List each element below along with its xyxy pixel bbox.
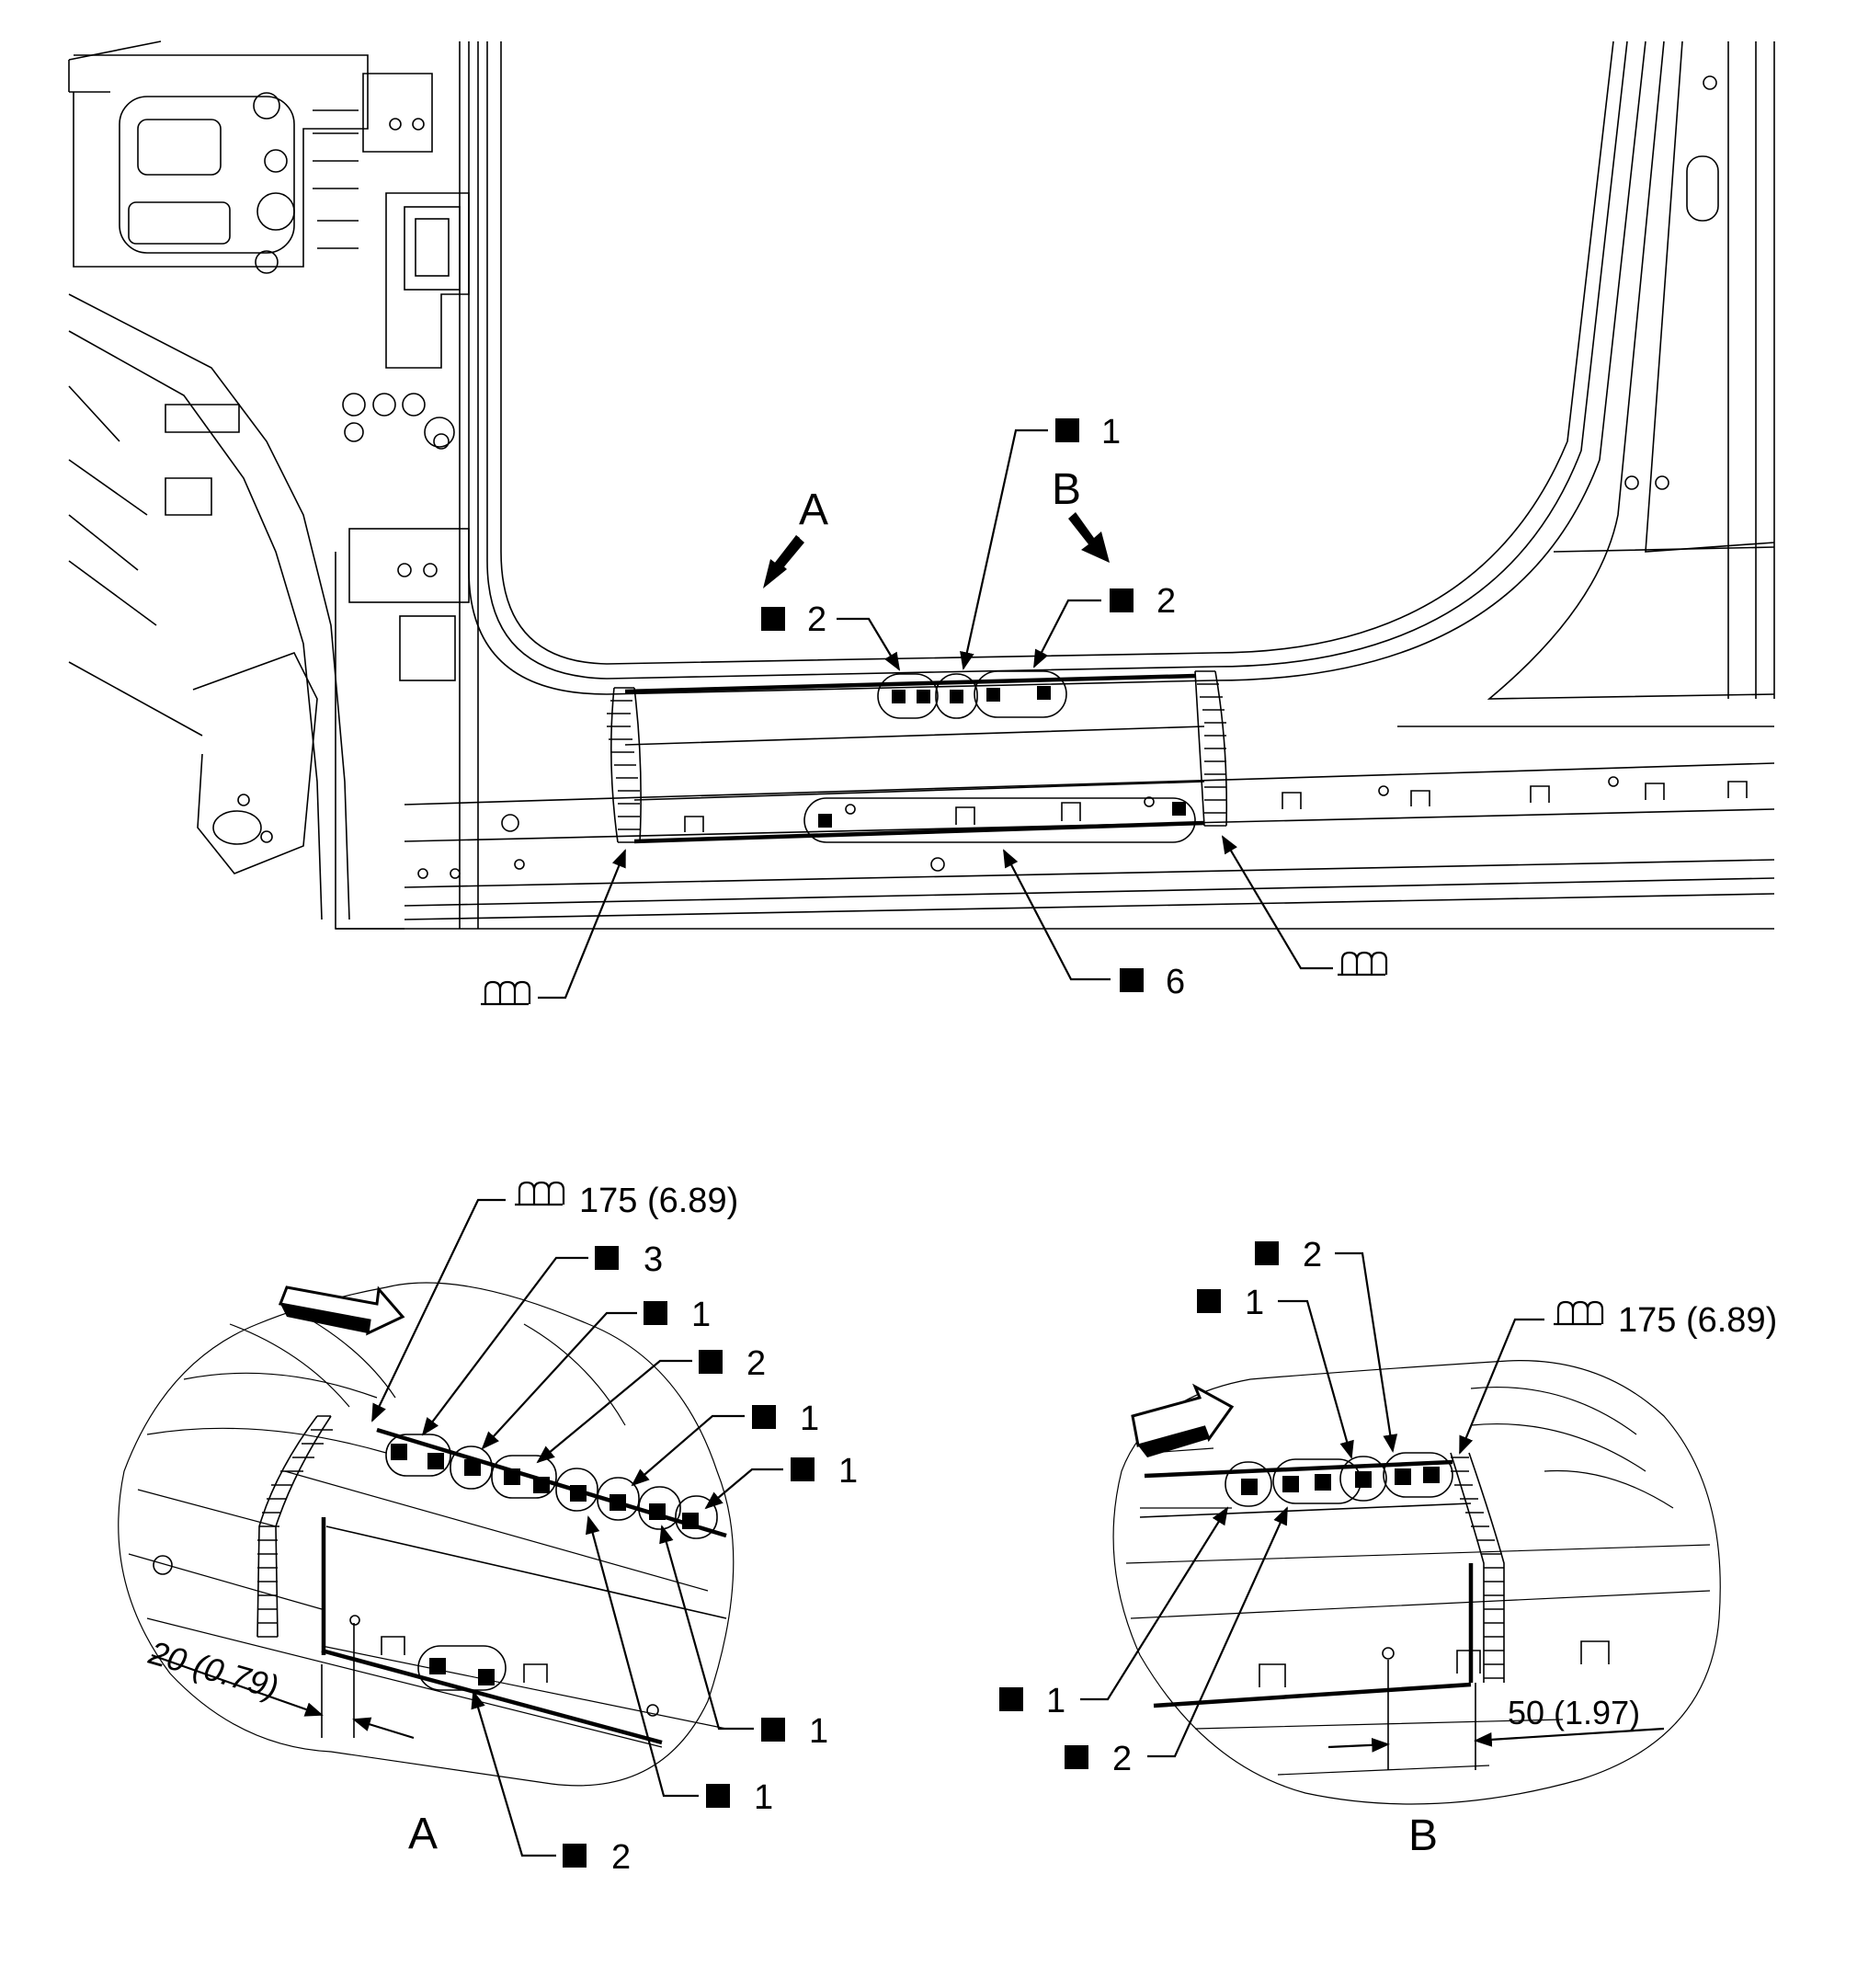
main-view: A B 1 2 2 6 [68,40,1775,1006]
detail-b-title: B [1408,1811,1438,1860]
main-callout-2-right: 2 [1033,582,1176,668]
detail-a-callout-2: 2 [536,1344,766,1464]
main-callout-6: 6 [1003,849,1185,1001]
svg-text:2: 2 [1156,582,1176,621]
arc-weld-icon [1338,951,1388,977]
detail-a-callout-3: 3 [421,1240,663,1436]
main-view-label-b: B [1052,465,1081,514]
detail-b-dimension: 50 (1.97) [1508,1694,1640,1731]
detail-b-callout-1-top: 1 [1197,1284,1354,1459]
main-spot-weld-groups [803,670,1196,843]
detail-a-callout-1d: 1 [659,1525,828,1751]
arc-weld-bead-right [1194,670,1228,827]
svg-text:1: 1 [754,1778,773,1817]
svg-text:1: 1 [838,1452,858,1491]
detail-a-callout-1e: 1 [586,1515,773,1817]
svg-text:175 (6.89): 175 (6.89) [579,1182,738,1220]
arc-weld-icon [481,980,531,1006]
detail-b-callout-2-bottom: 2 [1065,1506,1289,1778]
main-callout-1: 1 [960,413,1121,670]
spot-weld-icon [761,607,785,631]
detail-a-dimension: 20 (0.79) [144,1633,283,1706]
spot-weld-icon [1055,418,1079,442]
arc-weld-bead-left [607,687,642,843]
svg-text:2: 2 [1303,1236,1322,1274]
detail-b: 50 (1.97) 2 1 175 (6.89) 1 2 B [999,1236,1777,1860]
front-pillar-structure [68,40,1774,930]
detail-b-callout-1-bottom: 1 [999,1506,1229,1720]
detail-a: 20 (0.79) 175 (6.89) 3 1 2 1 [118,1181,858,1877]
svg-text:6: 6 [1166,963,1185,1001]
main-view-label-a: A [799,486,828,534]
rocker-replacement-section [624,673,1205,844]
svg-text:2: 2 [807,600,826,639]
svg-text:3: 3 [644,1240,663,1279]
svg-text:1: 1 [691,1296,711,1334]
door-opening-outline [404,40,1775,920]
svg-text:175 (6.89): 175 (6.89) [1618,1301,1777,1340]
view-arrow-b [1068,512,1110,563]
detail-a-callout-1a: 1 [481,1296,711,1450]
detail-b-direction-arrow [1131,1383,1235,1447]
svg-text:2: 2 [746,1344,766,1383]
svg-text:1: 1 [800,1400,819,1438]
svg-text:1: 1 [1245,1284,1264,1322]
detail-a-arc-weld-callout: 175 (6.89) [371,1181,738,1422]
main-arc-weld-callout-left [481,849,627,1006]
svg-text:2: 2 [1112,1740,1132,1778]
svg-text:2: 2 [611,1838,631,1877]
main-callout-2-left: 2 [761,600,901,671]
detail-a-callout-2b: 2 [471,1690,631,1877]
detail-a-callout-1b: 1 [631,1400,819,1487]
detail-a-callout-1c: 1 [704,1452,858,1510]
svg-text:1: 1 [1046,1682,1065,1720]
main-arc-weld-callout-right [1221,835,1388,977]
view-arrow-a [763,535,804,588]
svg-text:1: 1 [1101,413,1121,451]
spot-weld-icon [1110,588,1134,612]
detail-a-title: A [408,1810,438,1858]
svg-text:1: 1 [809,1712,828,1751]
detail-b-arc-weld-callout: 175 (6.89) [1458,1300,1777,1455]
detail-b-callout-2-top: 2 [1255,1236,1398,1453]
spot-weld-icon [1120,968,1144,992]
